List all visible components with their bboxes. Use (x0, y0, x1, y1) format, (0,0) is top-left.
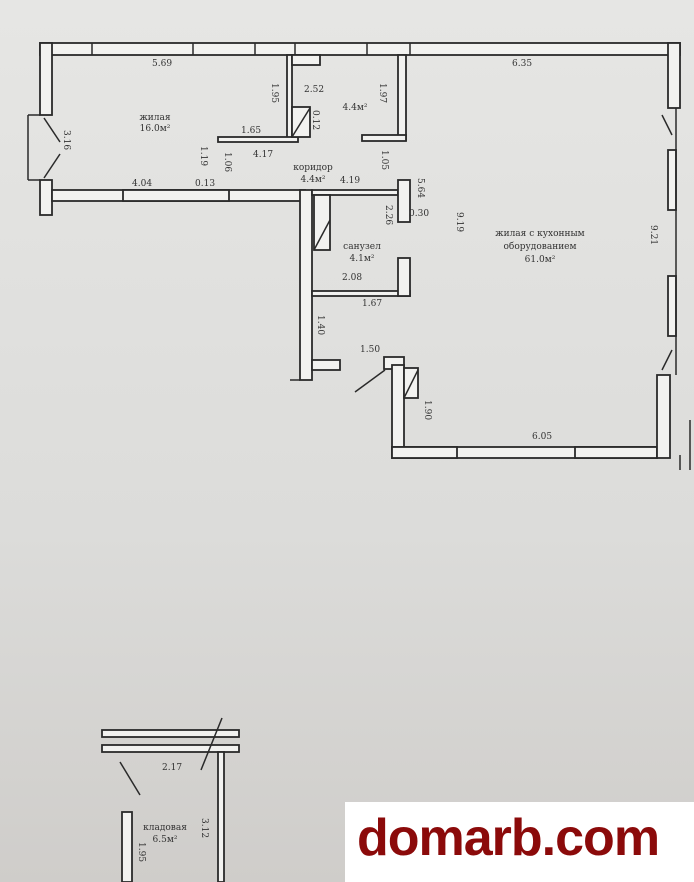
room-corridor-name: коридор (293, 163, 333, 173)
dim-label: 2.08 (342, 273, 362, 283)
dim-label: 1.90 (422, 400, 432, 420)
dimension-labels: 5.69 6.35 3.16 1.95 2.52 1.97 1.65 4.17 … (61, 59, 658, 862)
dim-label: 0.30 (409, 209, 429, 219)
dim-label: 1.95 (136, 842, 146, 862)
dim-label: 1.50 (360, 345, 380, 355)
dim-label: 0.13 (195, 179, 215, 189)
room-bedroom-area: 16.0м² (140, 124, 171, 134)
dim-label: 4.19 (340, 176, 360, 186)
walls (27, 42, 691, 882)
dim-label: 0.12 (310, 110, 320, 130)
dim-label: 1.05 (379, 150, 389, 170)
watermark-text: domarb.com (357, 809, 660, 867)
watermark: domarb.com (345, 802, 694, 882)
room-bathroom-name: санузел (343, 242, 381, 252)
room-labels: жилая 16.0м² 4.4м² коридор 4.4м² санузел… (139, 103, 584, 845)
room-living-name: жилая с кухонным (495, 229, 584, 239)
room-closet-area: 4.4м² (343, 103, 368, 113)
dim-label: 9.21 (648, 225, 658, 245)
dim-label: 1.97 (377, 83, 387, 103)
dim-label: 1.19 (198, 146, 208, 166)
room-storage-name: кладовая (143, 823, 187, 833)
dim-label: 2.17 (162, 763, 182, 773)
room-bathroom-area: 4.1м² (350, 254, 375, 264)
dim-label: 1.65 (241, 126, 261, 136)
dim-label: 5.64 (415, 178, 425, 198)
dim-label: 4.04 (132, 179, 152, 189)
dim-label: 5.69 (152, 59, 172, 69)
room-living-area: 61.0м² (525, 255, 556, 265)
dim-label: 1.40 (315, 315, 325, 335)
dim-label: 1.06 (222, 152, 232, 172)
dim-label: 1.95 (269, 83, 279, 103)
dim-label: 6.05 (532, 432, 552, 442)
room-living-name-2: оборудованием (503, 241, 576, 252)
dim-label: 2.52 (304, 85, 324, 95)
dim-label: 2.26 (383, 205, 393, 225)
dim-label: 3.12 (199, 818, 209, 838)
room-bedroom-name: жилая (139, 113, 170, 123)
room-corridor-area: 4.4м² (301, 175, 326, 185)
dim-label: 6.35 (512, 59, 532, 69)
room-storage-area: 6.5м² (153, 835, 178, 845)
dim-label: 4.17 (253, 150, 273, 160)
dim-label: 1.67 (362, 299, 382, 309)
dim-label: 9.19 (454, 212, 464, 232)
dim-label: 3.16 (61, 130, 71, 150)
